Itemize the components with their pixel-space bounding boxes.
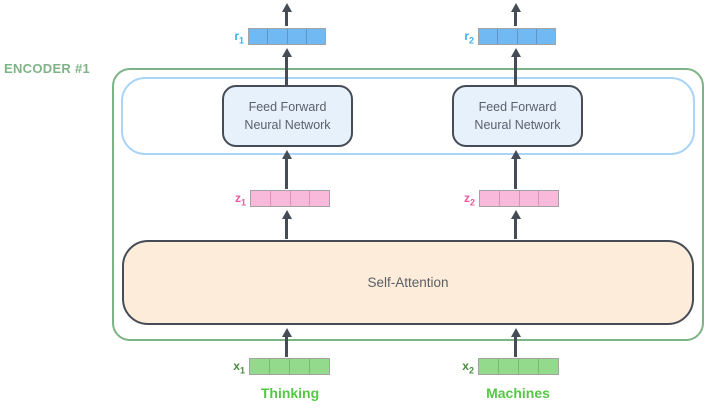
token-machines: Machines — [486, 385, 550, 401]
arrow-r1-output-icon — [281, 3, 292, 26]
vector-cell — [271, 191, 291, 206]
ffnn-label-line2: Neural Network — [244, 118, 331, 132]
vector-cell — [249, 29, 269, 44]
vector-cell — [518, 29, 537, 44]
vector-label-x1: x1 — [233, 359, 245, 376]
feed-forward-layer-box — [121, 77, 695, 155]
vector-z2 — [479, 190, 559, 207]
vector-cell — [537, 29, 555, 44]
arrow-r2-output-icon — [510, 3, 521, 26]
vector-label-z1: z1 — [234, 191, 246, 208]
vector-label-r1: r1 — [234, 29, 244, 46]
arrow-x1-to-selfattn-icon — [281, 328, 292, 357]
vector-cell — [479, 359, 499, 374]
vector-cell — [251, 191, 271, 206]
vector-cell — [250, 359, 270, 374]
vector-cell — [291, 191, 311, 206]
ffnn-label-line1: Feed Forward — [478, 99, 557, 114]
vector-cell — [519, 359, 539, 374]
vector-cell — [479, 29, 499, 44]
arrow-z2-to-ffnn2-icon — [510, 150, 521, 189]
arrow-x2-to-selfattn-icon — [510, 328, 521, 357]
vector-cell — [539, 359, 558, 374]
vector-cell — [500, 191, 520, 206]
vector-cell — [480, 191, 500, 206]
arrow-ffnn2-to-r2-icon — [510, 48, 521, 85]
encoder-title: ENCODER #1 — [4, 61, 91, 76]
vector-cell — [539, 191, 558, 206]
vector-cell — [290, 359, 310, 374]
vector-r2 — [478, 28, 556, 45]
vector-z1 — [250, 190, 330, 207]
token-thinking: Thinking — [260, 385, 320, 401]
vector-cell — [307, 29, 325, 44]
vector-cell — [288, 29, 307, 44]
ffnn-box-2: Feed Forward Neural Network — [452, 85, 583, 147]
vector-cell — [270, 359, 290, 374]
vector-cell — [498, 29, 518, 44]
arrow-selfattn-to-z2-icon — [510, 210, 521, 239]
ffnn-box-1: Feed Forward Neural Network — [222, 85, 353, 147]
vector-cell — [310, 191, 329, 206]
vector-r1 — [248, 28, 326, 45]
vector-x2 — [478, 358, 559, 375]
vector-cell — [310, 359, 329, 374]
vector-cell — [499, 359, 519, 374]
arrow-ffnn1-to-r1-icon — [281, 48, 292, 85]
arrow-selfattn-to-z1-icon — [281, 210, 292, 239]
vector-cell — [520, 191, 540, 206]
vector-label-r2: r2 — [464, 29, 474, 46]
self-attention-box: Self-Attention — [122, 240, 694, 325]
vector-x1 — [249, 358, 330, 375]
vector-cell — [268, 29, 288, 44]
vector-label-x2: x2 — [462, 359, 474, 376]
encoder-box — [112, 68, 704, 341]
ffnn-label-line2: Neural Network — [474, 118, 561, 132]
vector-label-z2: z2 — [463, 191, 475, 208]
arrow-z1-to-ffnn1-icon — [281, 150, 292, 189]
ffnn-label-line1: Feed Forward — [248, 99, 327, 114]
self-attention-label: Self-Attention — [367, 275, 449, 290]
